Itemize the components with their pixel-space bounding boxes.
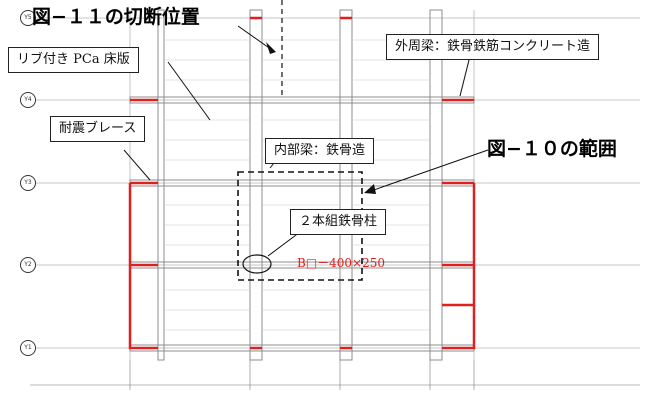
- brace-callout: 耐震ブレース: [50, 116, 146, 142]
- dimension-lines: [30, 360, 640, 390]
- leader-arrowheads: [266, 42, 376, 194]
- slab-callout: リブ付き PCa 床版: [8, 47, 139, 73]
- figure-10-range-box: [237, 171, 363, 281]
- grid-axis-y2: Y2: [20, 257, 36, 273]
- column-size-label: B□－400×250: [297, 256, 386, 270]
- leader-lines: [20, 25, 489, 257]
- column-callout: ２本組鉄骨柱: [290, 209, 387, 235]
- grid-axis-y3: Y3: [20, 175, 36, 191]
- outer-beam-marks: [130, 16, 474, 350]
- outer-beam-callout: 外周梁：鉄骨鉄筋コンクリート造: [386, 34, 600, 60]
- grid-axis-y1: Y1: [20, 340, 36, 356]
- figure-10-range-label: 図−１０の範囲: [487, 138, 617, 160]
- beams: [129, 9, 475, 361]
- inner-beam-callout: 内部梁：鉄骨造: [265, 138, 375, 164]
- seismic-brace-frames: [128, 181, 476, 350]
- section-cut-label: 図−１１の切断位置: [32, 6, 200, 28]
- column-ellipse: [242, 254, 272, 274]
- grid-axis-y5: Y5: [20, 10, 36, 26]
- grid-axis-y4: Y4: [20, 92, 36, 108]
